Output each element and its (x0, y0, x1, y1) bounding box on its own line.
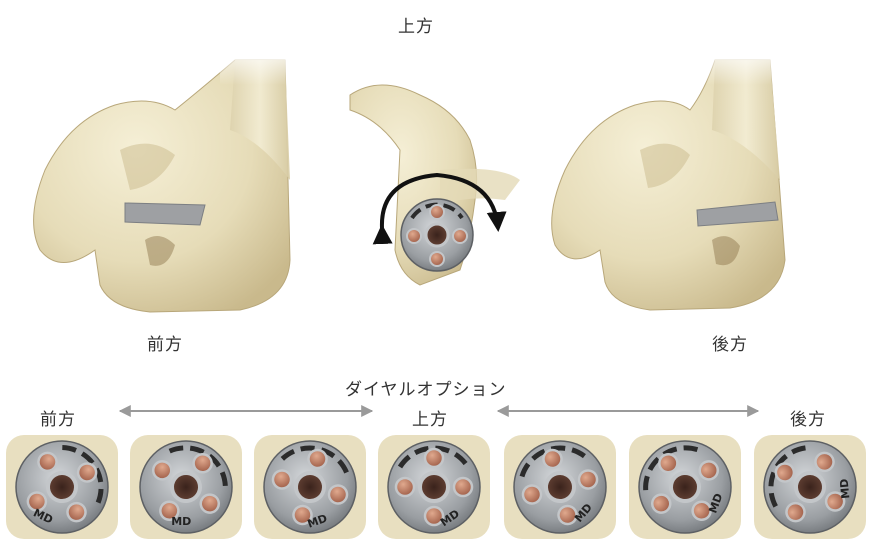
dial-option-3: MD (254, 435, 366, 539)
dial-option-5: MD (504, 435, 616, 539)
dial-peg (425, 449, 443, 467)
glenoid-center-view (350, 85, 520, 285)
dial-option-2: MD (130, 433, 242, 543)
dial-peg (454, 478, 472, 496)
dial-option-6: MD (629, 433, 741, 543)
dial-center-hole (420, 473, 448, 501)
anterior-implant-profile (125, 203, 205, 225)
dial-option-7: MD (754, 435, 866, 541)
anterior-view-bone (34, 45, 300, 312)
dial-option-1: MD (6, 435, 118, 541)
dial-peg (396, 478, 414, 496)
posterior-view-bone (552, 45, 790, 310)
dial-option-4: MD (378, 435, 490, 539)
dial-marking-text: MD (838, 478, 853, 499)
dial-marking-text: MD (171, 515, 191, 528)
